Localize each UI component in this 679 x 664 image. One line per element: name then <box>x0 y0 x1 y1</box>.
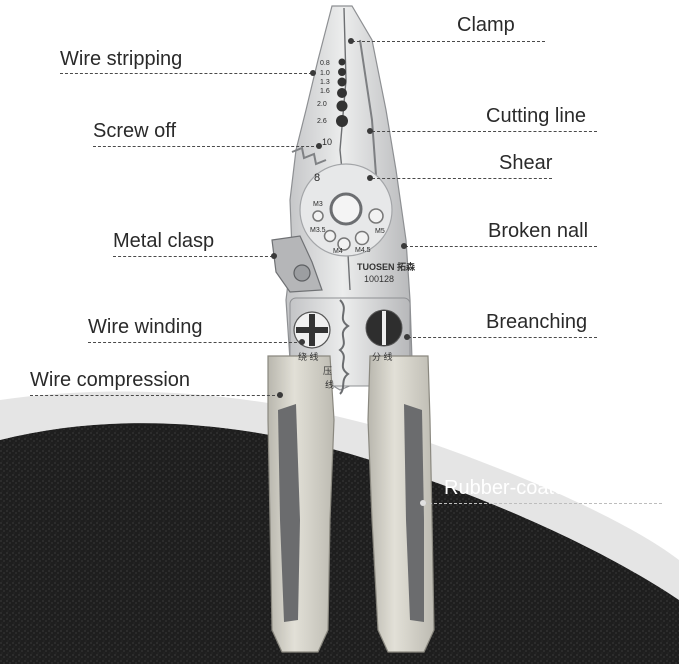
crimp-char-1: 压 <box>323 366 333 376</box>
leader-dot-breanching <box>404 334 410 340</box>
leader-dot-metal-clasp <box>271 253 277 259</box>
metal-clasp <box>271 235 323 293</box>
screw-hole-m35 <box>323 229 337 243</box>
leader-breanching <box>408 337 597 338</box>
size-m4-5: M4.5 <box>355 247 371 254</box>
branch-chars: 分 线 <box>372 352 393 362</box>
leader-dot-cutting-line <box>367 128 373 134</box>
leader-metal-clasp <box>113 256 273 257</box>
leader-dot-wire-winding <box>299 339 305 345</box>
crimp-teeth <box>338 299 350 395</box>
leader-broken-nall <box>405 246 597 247</box>
label-metal-clasp: Metal clasp <box>113 230 215 252</box>
strip-size-5: 2.6 <box>317 118 327 125</box>
leader-dot-rubber-coated-handle <box>420 500 426 506</box>
screw-hole-m45 <box>354 230 370 246</box>
label-broken-nall: Broken nall <box>488 220 589 242</box>
leader-cutting-line <box>372 131 597 132</box>
leader-wire-compression <box>30 395 280 396</box>
handle-right-grip <box>404 404 424 622</box>
screw-notches <box>291 146 327 166</box>
leader-screw-off <box>93 146 319 147</box>
handle-left-grip <box>278 404 300 622</box>
backdrop-speckle <box>0 423 679 664</box>
screw-hole-m4 <box>337 237 351 251</box>
label-cutting-line: Cutting line <box>486 105 587 127</box>
strip-size-3: 1.6 <box>320 88 330 95</box>
size-m3-5: M3.5 <box>310 227 326 234</box>
label-wire-compression: Wire compression <box>30 369 191 391</box>
leader-clamp <box>352 41 545 42</box>
leader-dot-shear <box>367 175 373 181</box>
size-m4: M4 <box>333 248 343 255</box>
leader-dot-screw-off <box>316 143 322 149</box>
strip-size-2: 1.3 <box>320 79 330 86</box>
strip-size-0: 0.8 <box>320 60 330 67</box>
backdrop-fade <box>0 391 679 600</box>
brand-mark: TUOSEN 拓森 <box>357 262 416 272</box>
cutting-edge <box>359 39 377 176</box>
label-wire-winding: Wire winding <box>88 316 203 338</box>
label-breanching: Breanching <box>486 311 588 333</box>
leader-shear <box>372 178 552 179</box>
leader-wire-winding <box>88 342 302 343</box>
label-screw-off: Screw off <box>93 120 176 142</box>
strip-size-1: 1.0 <box>320 70 330 77</box>
leader-dot-clamp <box>348 38 354 44</box>
leader-wire-stripping <box>60 73 312 74</box>
screw-hole-m3 <box>312 210 324 222</box>
size-8: 8 <box>314 172 321 184</box>
size-m5: M5 <box>375 228 385 235</box>
strip-size-10: 10 <box>322 137 333 147</box>
leader-dot-wire-stripping <box>310 70 316 76</box>
label-wire-stripping: Wire stripping <box>60 48 183 70</box>
leader-rubber-coated-handle <box>424 503 662 504</box>
label-shear: Shear <box>499 152 553 174</box>
size-m3: M3 <box>313 201 323 208</box>
winding-chars: 绕 线 <box>298 352 319 362</box>
strip-holes <box>336 58 348 127</box>
handle-left <box>267 355 335 653</box>
crimp-char-2: 线 <box>325 380 335 390</box>
leader-dot-broken-nall <box>401 243 407 249</box>
label-clamp: Clamp <box>457 14 515 36</box>
model-number: 100128 <box>364 274 395 284</box>
strip-size-4: 2.0 <box>317 101 327 108</box>
leader-dot-wire-compression <box>277 392 283 398</box>
screw-hole-m5 <box>368 208 384 224</box>
screw-hole-big <box>329 192 363 226</box>
clasp-rivet <box>293 264 311 282</box>
label-rubber-coated-handle: Rubber-coated handle <box>444 477 642 499</box>
